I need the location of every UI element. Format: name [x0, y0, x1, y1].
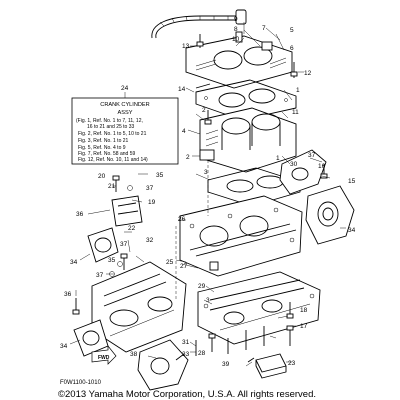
- copyright-notice: ©2013 Yamaha Motor Corporation, U.S.A. A…: [58, 389, 316, 400]
- callout-17: 17: [300, 323, 308, 330]
- callout-28: 28: [198, 350, 206, 357]
- callout-34c: 34: [60, 343, 68, 350]
- callout-23: 23: [288, 360, 296, 367]
- callout-33: 33: [182, 351, 190, 358]
- assembly-note: CRANK CYLINDER ASSY (Fig. 1, Ref. No. 1 …: [71, 92, 179, 165]
- water-hose: [151, 9, 247, 39]
- callout-37d: 37: [96, 272, 104, 279]
- intake-elbow: [137, 339, 189, 391]
- callout-22: 22: [128, 225, 136, 232]
- figure-id: F0W1100-1010: [60, 380, 102, 386]
- callout-11: 11: [292, 109, 299, 116]
- callout-37c: 37: [120, 241, 128, 248]
- callout-14: 14: [178, 86, 186, 93]
- engine-mount-bracket: [111, 195, 143, 227]
- callout-35a: 35: [156, 172, 164, 179]
- callout-2a: 2: [202, 107, 206, 114]
- callout-3a: 3: [204, 169, 208, 176]
- callout-13: 13: [182, 43, 190, 50]
- head-gasket: [195, 79, 297, 121]
- callout-12: 12: [304, 70, 312, 77]
- callout-26: 26: [178, 216, 186, 223]
- callout-15: 15: [348, 178, 356, 185]
- callout-36a: 36: [76, 211, 84, 218]
- note-title: CRANK CYLINDER: [100, 102, 149, 108]
- fwd-label: FWD: [98, 355, 110, 361]
- bolts: [72, 34, 328, 363]
- callout-1b: 1: [276, 155, 280, 162]
- callout-24: 24: [121, 85, 129, 92]
- note-line-6: Fig. 7, Ref. No. 58 and 59: [78, 151, 135, 157]
- callout-21: 21: [108, 183, 116, 190]
- callout-3b: 3: [206, 297, 210, 304]
- callout-35b: 35: [108, 257, 116, 264]
- callout-4: 4: [182, 128, 186, 135]
- crankcase-upper: [179, 195, 303, 277]
- callout-18: 18: [300, 307, 308, 314]
- note-line-1: (Fig. 1, Ref. No. 1 to 7, 11, 12,: [76, 118, 143, 124]
- exhaust-manifold: [279, 149, 355, 245]
- callout-31: 31: [182, 339, 190, 346]
- cylinder-block: [199, 107, 297, 173]
- callout-37b: 37: [146, 185, 154, 192]
- callout-10: 10: [232, 36, 240, 43]
- callout-16: 16: [318, 163, 326, 170]
- connector-box: [255, 353, 287, 379]
- callout-32: 32: [146, 237, 154, 244]
- note-line-2: 16 to 21 and 25 to 33: [87, 124, 134, 130]
- callout-25: 25: [166, 259, 174, 266]
- callout-30: 30: [290, 161, 298, 168]
- callout-39: 39: [222, 361, 230, 368]
- callout-34a: 34: [348, 227, 356, 234]
- callout-1a: 1: [296, 87, 300, 94]
- callout-19: 19: [148, 199, 156, 206]
- callout-27: 27: [180, 263, 188, 270]
- callout-9: 9: [234, 16, 238, 23]
- note-line-4: Fig. 3, Ref. No. 1 to 21: [78, 138, 129, 144]
- callout-38: 38: [130, 351, 138, 358]
- leader-lines: [69, 22, 346, 367]
- callout-5: 5: [290, 27, 294, 34]
- engine-mount-left-upper: [87, 227, 119, 263]
- fwd-arrow: FWD: [91, 345, 117, 365]
- callout-2b: 2: [186, 154, 190, 161]
- note-subtitle: ASSY: [118, 110, 133, 116]
- callout-8: 8: [234, 26, 238, 33]
- callout-36b: 36: [64, 291, 72, 298]
- callout-20: 20: [98, 173, 106, 180]
- callout-6: 6: [290, 45, 294, 52]
- note-line-3: Fig. 2, Ref. No. 1 to 5, 10 to 21: [78, 131, 147, 137]
- note-line-5: Fig. 5, Ref. No. 4 to 9: [78, 145, 126, 151]
- callout-34b: 34: [70, 259, 78, 266]
- callout-37a: 37: [308, 152, 316, 159]
- callout-7: 7: [262, 25, 266, 32]
- callout-29: 29: [198, 283, 206, 290]
- callout-numbers: 9 8 10 7 5 6 13 12 14 1 11 24 2 4 2 3 1 …: [60, 16, 356, 368]
- note-line-7: Fig. 12, Ref. No. 10, 11 and 14): [78, 157, 148, 163]
